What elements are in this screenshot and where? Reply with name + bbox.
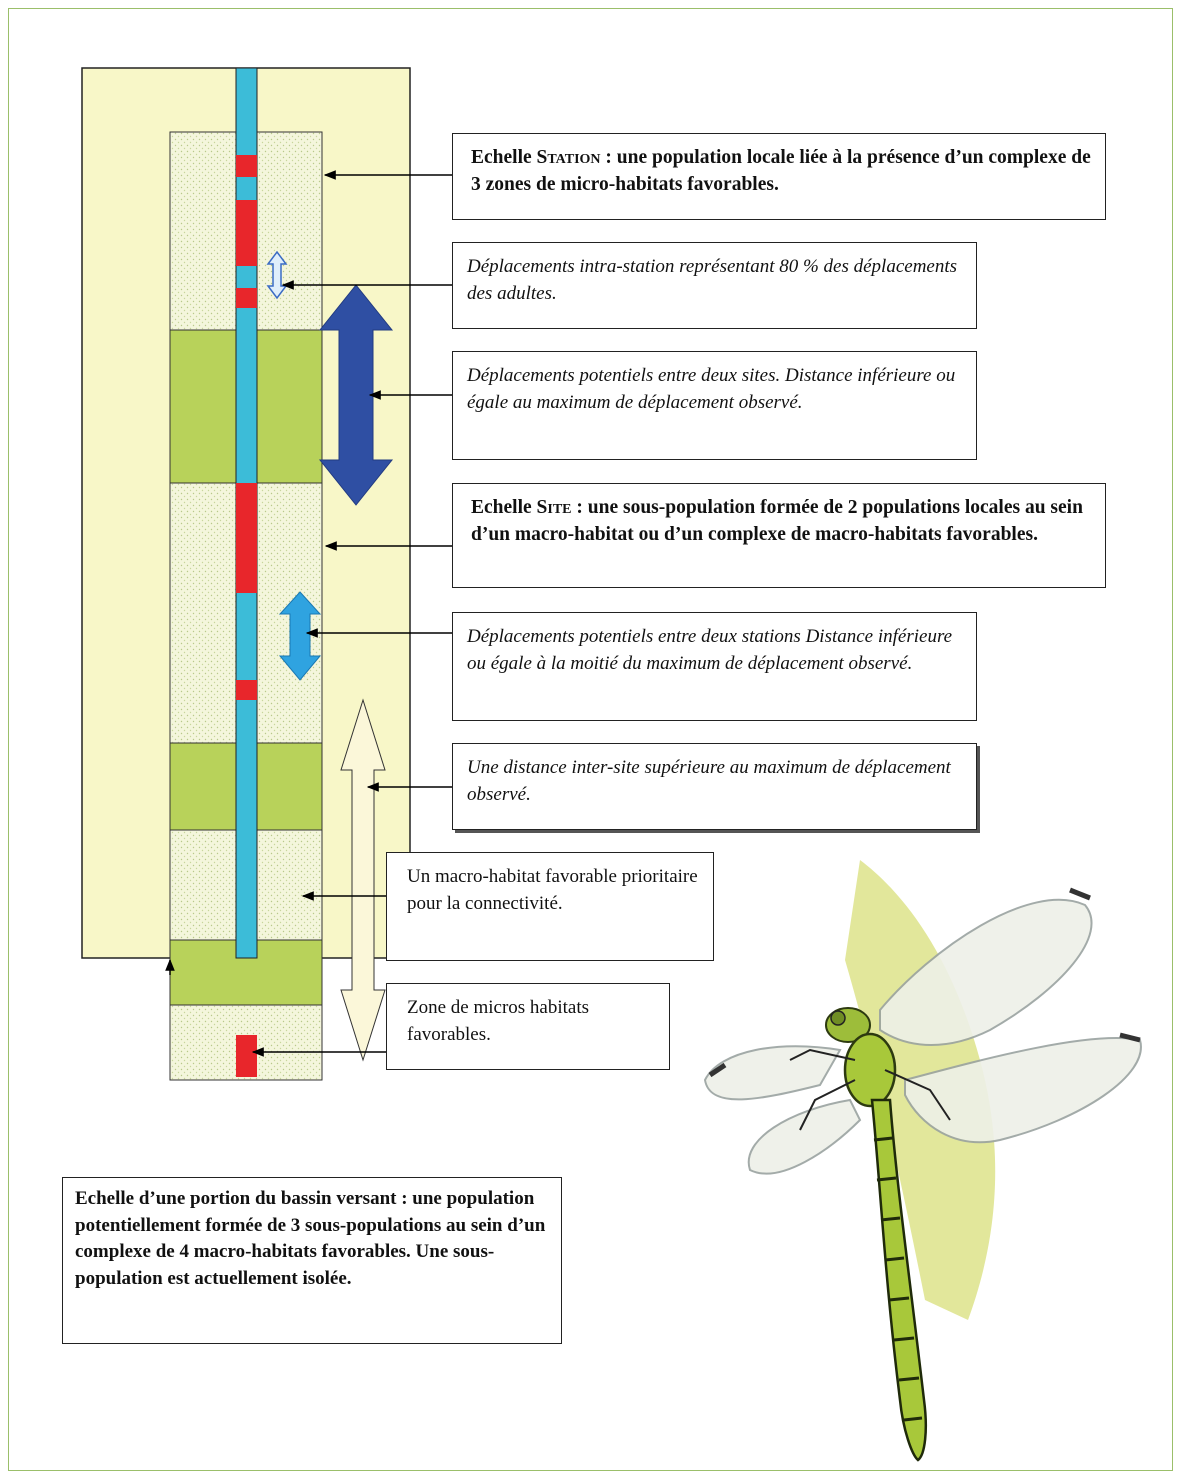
micro-habitat-zone [236,155,257,177]
dragonfly-illustration [705,860,1141,1460]
macro-habitat-box: Un macro-habitat favorable prioritaire p… [386,852,714,961]
intra-station-text: Déplacements intra-station représentant … [467,256,957,304]
micro-zone-box: Zone de micros habitats favorables. [386,983,670,1070]
inter-site-box: Une distance inter-site supérieure au ma… [452,743,977,830]
between-sites-box: Déplacements potentiels entre deux sites… [452,351,977,460]
between-sites-text: Déplacements potentiels entre deux sites… [467,365,955,413]
micro-habitat-zone [236,288,257,308]
station-keyword: Station [537,147,601,168]
inter-site-text: Une distance inter-site supérieure au ma… [467,757,951,805]
bassin-scale-box: Echelle d’une portion du bassin versant … [62,1177,562,1344]
site-prefix: Echelle [471,497,537,518]
bassin-text: Echelle d’une portion du bassin versant … [75,1188,545,1289]
between-stations-box: Déplacements potentiels entre deux stati… [452,612,977,721]
site-keyword: Site [537,497,572,518]
between-stations-text: Déplacements potentiels entre deux stati… [467,626,952,674]
micro-habitat-zone [236,1035,257,1077]
micro-habitat-zone [236,483,257,593]
intra-station-box: Déplacements intra-station représentant … [452,242,977,329]
station-scale-box: Echelle Station : une population locale … [452,133,1106,220]
macro-habitat-text: Un macro-habitat favorable prioritaire p… [407,866,698,914]
station-prefix: Echelle [471,147,537,168]
site-scale-box: Echelle Site : une sous-population formé… [452,483,1106,588]
micro-zone-text: Zone de micros habitats favorables. [407,997,589,1045]
micro-habitat-zone [236,200,257,266]
micro-habitat-zone [236,680,257,700]
